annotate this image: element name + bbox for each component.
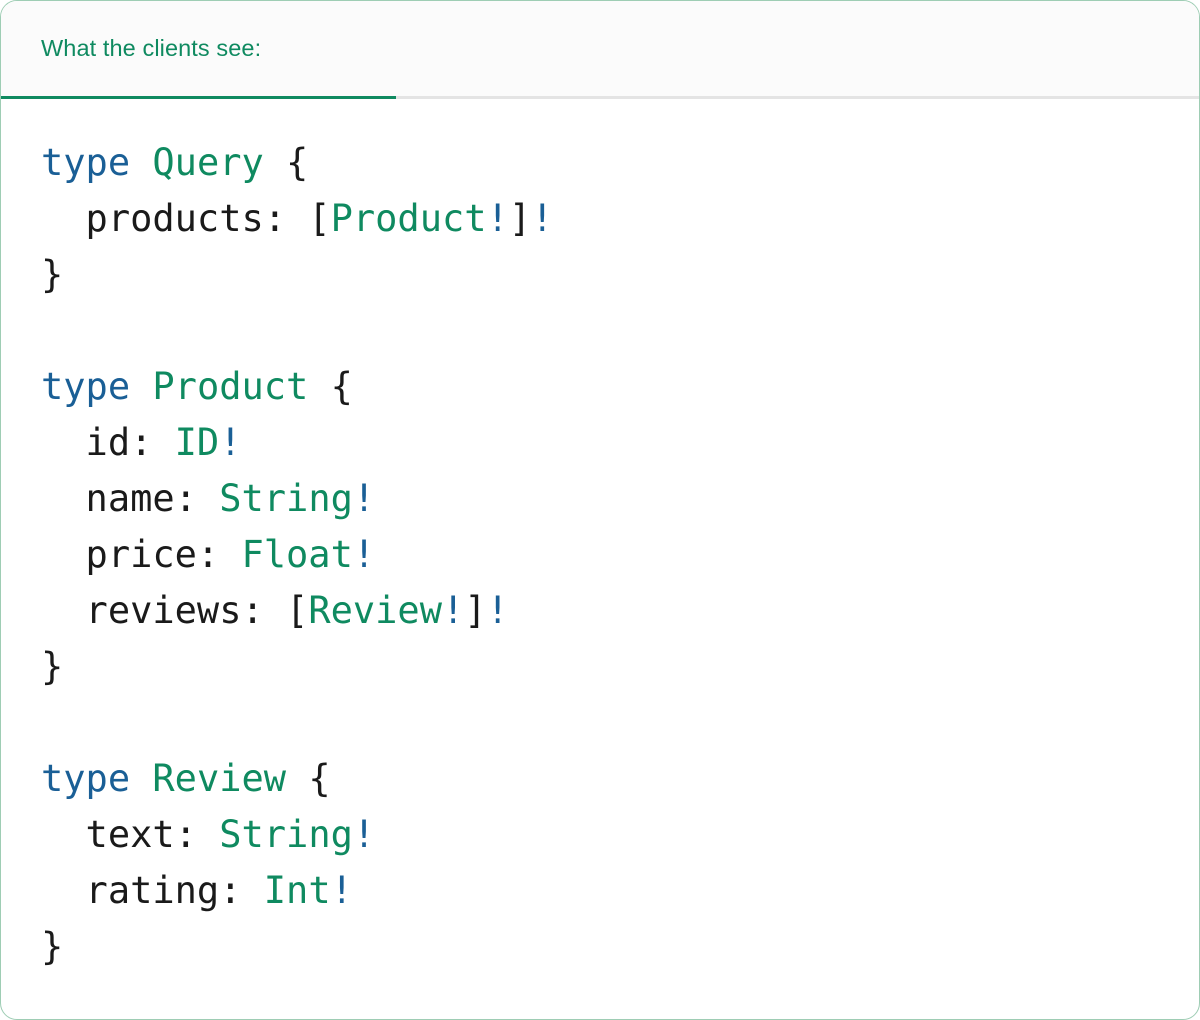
code-line: } (41, 919, 1199, 975)
code-token-type: Review (152, 757, 287, 800)
code-token-kw: type (41, 757, 131, 800)
code-token-plain: ] (464, 589, 487, 632)
code-token-bang: ! (352, 477, 376, 520)
code-token-type: Review (308, 589, 442, 632)
code-line: id: ID! (41, 415, 1199, 471)
code-token-bang: ! (486, 589, 509, 632)
code-panel: type Query { products: [Product!]!} type… (1, 99, 1199, 975)
code-token-bang: ! (352, 533, 376, 576)
code-token-plain: price: (41, 533, 242, 576)
code-token-plain: ] (508, 197, 532, 240)
graphql-schema-code[interactable]: type Query { products: [Product!]!} type… (1, 99, 1199, 975)
code-token-bang: ! (330, 869, 353, 912)
code-token-type: Int (263, 869, 331, 912)
code-token-bang: ! (531, 197, 554, 240)
code-token-plain: } (41, 645, 64, 688)
code-token-plain: reviews: [ (41, 589, 309, 632)
code-line: } (41, 639, 1199, 695)
code-line: products: [Product!]! (41, 191, 1199, 247)
code-token-plain: { (308, 365, 353, 408)
code-line: type Query { (41, 135, 1199, 191)
code-line: price: Float! (41, 527, 1199, 583)
code-token-plain: name: (41, 477, 220, 520)
code-token-type: Float (241, 533, 353, 576)
code-line: text: String! (41, 807, 1199, 863)
code-line: reviews: [Review!]! (41, 583, 1199, 639)
tab-strip: What the clients see: (1, 1, 1199, 99)
code-token-bang: ! (441, 589, 465, 632)
code-line: type Review { (41, 751, 1199, 807)
code-token-plain (130, 365, 152, 408)
code-token-plain: { (263, 141, 309, 184)
code-token-plain (130, 757, 152, 800)
tab-label: What the clients see: (41, 35, 262, 61)
code-line: name: String! (41, 471, 1199, 527)
code-token-plain: { (286, 757, 331, 800)
tab-what-the-clients-see[interactable]: What the clients see: (1, 1, 396, 99)
code-line: type Product { (41, 359, 1199, 415)
code-token-bang: ! (219, 421, 242, 464)
code-token-type: Product (330, 197, 487, 240)
code-token-bang: ! (352, 813, 376, 856)
code-token-plain: } (41, 253, 64, 296)
code-line: rating: Int! (41, 863, 1199, 919)
code-line (41, 303, 1199, 359)
code-line: } (41, 247, 1199, 303)
code-token-plain: text: (41, 813, 220, 856)
code-token-type: Product (152, 365, 309, 408)
code-token-plain (130, 141, 152, 184)
code-line (41, 695, 1199, 751)
code-token-plain: products: [ (41, 197, 331, 240)
code-token-plain: id: (41, 421, 175, 464)
code-token-type: ID (174, 421, 220, 464)
code-token-plain: rating: (41, 869, 264, 912)
code-token-bang: ! (486, 197, 509, 240)
code-token-plain: } (41, 925, 64, 968)
code-token-kw: type (41, 141, 131, 184)
code-token-type: Query (152, 141, 264, 184)
code-token-type: String (219, 813, 353, 856)
code-token-kw: type (41, 365, 131, 408)
code-token-type: String (219, 477, 353, 520)
